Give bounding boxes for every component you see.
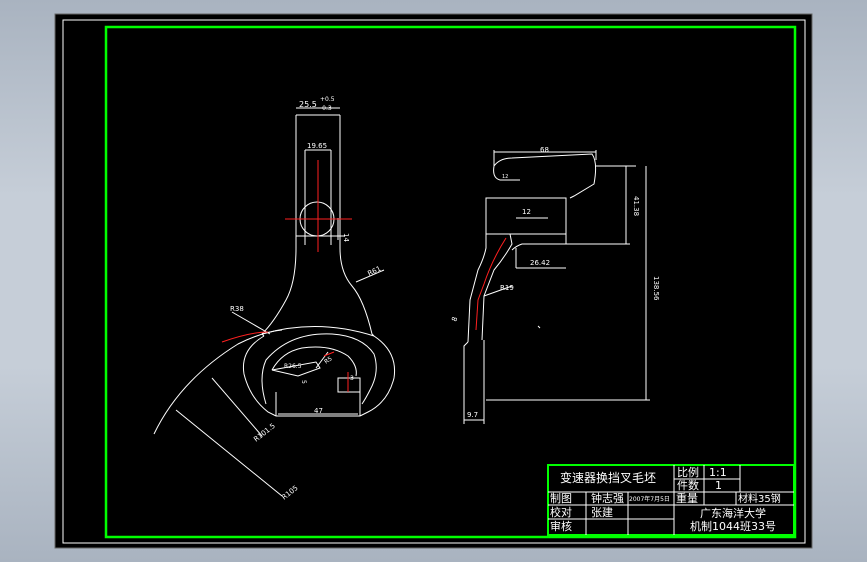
- dim-r38: R38: [230, 305, 244, 313]
- side-inner-profile: [481, 233, 513, 341]
- center-short-2: [323, 351, 335, 357]
- center-arc: [221, 331, 269, 343]
- dim-12-small: 12: [502, 174, 508, 180]
- leader-r105: [175, 409, 283, 497]
- dim-r5: R5: [323, 355, 334, 365]
- front-centerlines: [221, 160, 352, 392]
- side-top-lip: [493, 165, 520, 181]
- side-step: [511, 234, 567, 251]
- dim-tol-upper: +0.5: [320, 96, 335, 103]
- outer-border: [62, 19, 806, 544]
- dim-r19: R19: [500, 284, 514, 292]
- dim-25-5: 25.5: [299, 100, 317, 109]
- stem-left-edge: [261, 115, 297, 337]
- dim-tol-lower: -0.3: [320, 105, 332, 112]
- tb-school: 广东海洋大学: [700, 506, 766, 520]
- side-view: [463, 150, 650, 424]
- dim-r26-5: R26.5: [284, 363, 302, 370]
- tb-material: 材料35钢: [738, 492, 781, 505]
- dim-41-38: 41.38: [632, 196, 640, 216]
- tb-drawn-label: 制图: [550, 492, 572, 505]
- fork-inner-arc: [261, 333, 377, 405]
- dim-26-42: 26.42: [530, 259, 550, 267]
- tb-count-value: 1: [715, 479, 722, 492]
- leader-r101: [211, 377, 263, 437]
- dim-19-65: 19.65: [307, 142, 327, 150]
- fork-right-outer: [359, 335, 396, 417]
- tb-scale-value: 1:1: [709, 466, 727, 479]
- side-left-profile: [467, 234, 487, 343]
- side-top-profile: [493, 153, 597, 199]
- side-centerlines: [475, 237, 507, 331]
- dim-68: 68: [540, 146, 549, 154]
- leader-r38: [231, 311, 271, 335]
- leader-r19: [483, 285, 513, 297]
- dim-3: 3: [350, 375, 354, 382]
- fork-step: [337, 377, 361, 393]
- stem-right-edge: [339, 115, 375, 337]
- dim-5: 5: [300, 380, 307, 384]
- dim-138-56: 138.56: [652, 276, 660, 301]
- tb-title: 变速器换挡叉毛坯: [560, 470, 656, 485]
- tb-drawn-by: 钟志强: [591, 491, 624, 505]
- dim-47: 47: [314, 407, 323, 415]
- fork-left-outer: [242, 335, 277, 417]
- dim-12: 12: [522, 208, 531, 216]
- tb-checked-label: 校对: [550, 505, 572, 519]
- tb-drawn-date: 2007年7月5日: [629, 495, 670, 503]
- dim-8: 8: [450, 316, 459, 323]
- title-block: 变速器换挡叉毛坯 比例 1:1 件数 1 制图 钟志强 2007年7月5日 重量…: [547, 464, 795, 536]
- tb-reviewed-label: 审核: [550, 519, 572, 533]
- dim-9-7: 9.7: [467, 411, 478, 419]
- tb-scale-label: 比例: [677, 465, 699, 479]
- front-view: [153, 107, 396, 497]
- side-view-labels: 68 12 41.38 12 26.42 138.56 R19 8 9.7: [450, 146, 660, 419]
- arc-r101: [153, 329, 283, 435]
- fork-notch: [271, 361, 321, 377]
- fork-inner-arc-2: [271, 346, 357, 377]
- title-block-frame: [547, 464, 795, 536]
- leader-r61: [355, 269, 385, 283]
- dim-14: 14: [342, 233, 350, 242]
- inner-frame: [104, 25, 797, 539]
- tb-checked-by: 张建: [591, 505, 613, 519]
- tiny-mark: [537, 325, 541, 329]
- tb-count-label: 件数: [677, 479, 699, 492]
- side-block: [485, 197, 567, 235]
- tb-weight-label: 重量: [676, 491, 698, 505]
- drawing-sheet: [54, 13, 813, 549]
- side-center-curve: [475, 237, 507, 331]
- tb-class: 机制1044班33号: [690, 519, 776, 533]
